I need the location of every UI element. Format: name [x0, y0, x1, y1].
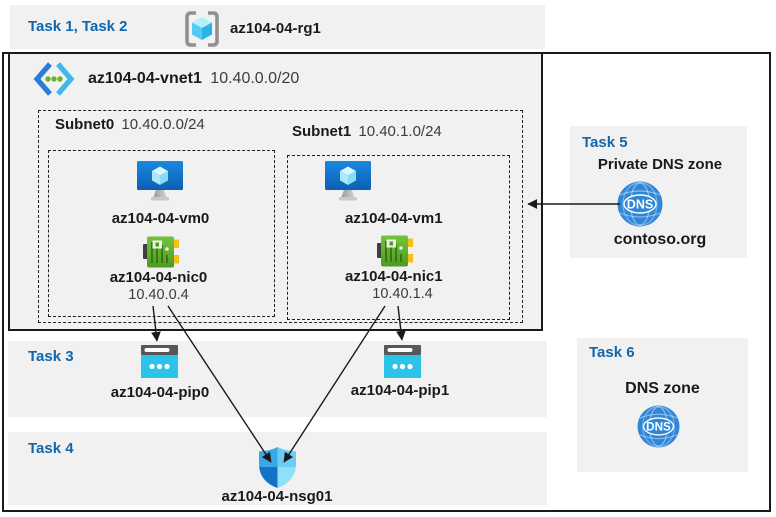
nsg-icon [259, 447, 296, 488]
resource-group-icon [185, 11, 219, 47]
nic1-icon [377, 235, 413, 267]
vnet-box [8, 52, 543, 331]
subnet1-name: Subnet1 [292, 123, 352, 140]
task3-band [8, 341, 547, 417]
dns-zone-icon: DNS [637, 405, 680, 448]
task6-box [577, 338, 748, 472]
private-dns-icon: DNS [617, 181, 663, 227]
vnet-icon [33, 62, 75, 96]
subnets-container [38, 110, 523, 323]
private-dns-zone-title: Private DNS zone [597, 156, 723, 173]
vm0-label: az104-04-vm0 [111, 210, 210, 227]
subnet0-box [48, 150, 275, 317]
task4-label: Task 4 [28, 440, 74, 457]
pip0-icon [141, 345, 178, 378]
task6-label: Task 6 [589, 344, 635, 361]
pip0-label: az104-04-pip0 [110, 384, 210, 401]
subnet1-cidr: 10.40.1.0/24 [358, 123, 442, 140]
nic0-ip: 10.40.0.4 [128, 287, 189, 303]
nic1-ip: 10.40.1.4 [372, 286, 433, 302]
subnet0-cidr: 10.40.0.0/24 [121, 116, 205, 133]
task3-label: Task 3 [28, 348, 74, 365]
nic0-label: az104-04-nic0 [109, 269, 208, 286]
resource-group-name: az104-04-rg1 [230, 20, 321, 37]
vnet-title: az104-04-vnet1 10.40.0.0/20 [88, 70, 299, 88]
dns-zone-title: DNS zone [625, 380, 700, 397]
vm1-label: az104-04-vm1 [345, 210, 443, 227]
vnet-cidr: 10.40.0.0/20 [210, 70, 300, 87]
subnet1-title: Subnet1 10.40.1.0/24 [292, 123, 442, 140]
nic0-icon [143, 236, 179, 268]
task12-label: Task 1, Task 2 [28, 18, 128, 35]
vm0-icon [137, 161, 183, 201]
private-dns-icon-text: DNS [627, 198, 653, 212]
pip1-label: az104-04-pip1 [350, 382, 450, 399]
subnet0-name: Subnet0 [55, 116, 115, 133]
task5-label: Task 5 [582, 134, 628, 151]
vnet-name: az104-04-vnet1 [88, 70, 202, 87]
vm1-icon [325, 161, 371, 201]
pip1-icon [384, 345, 421, 378]
nic1-label: az104-04-nic1 [345, 268, 443, 285]
subnet0-title: Subnet0 10.40.0.0/24 [55, 116, 205, 133]
dns-zone-icon-text: DNS [646, 421, 671, 434]
nsg-label: az104-04-nsg01 [221, 488, 333, 505]
private-dns-zone-name: contoso.org [613, 231, 707, 248]
task12-band [10, 5, 545, 49]
